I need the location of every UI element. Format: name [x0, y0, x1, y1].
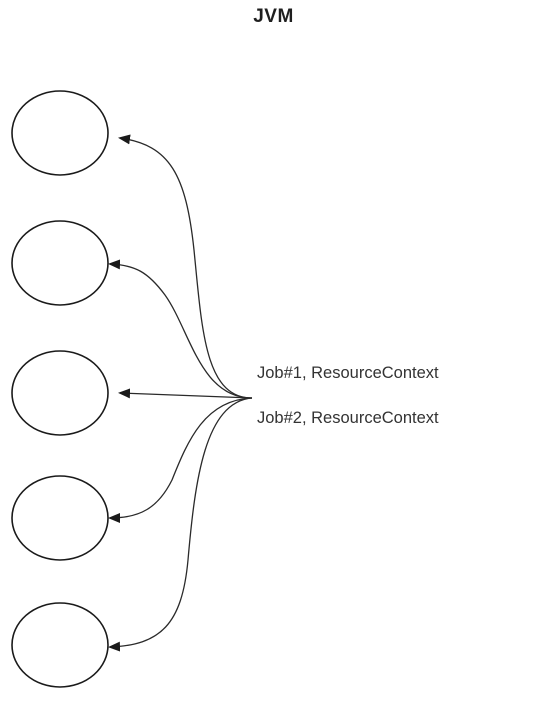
- edge-to-node-1: [118, 134, 253, 399]
- job-label-1: Job#1, ResourceContext: [257, 364, 439, 382]
- node-circle-3[interactable]: [11, 350, 109, 436]
- node-circle-5[interactable]: [11, 602, 109, 688]
- edge-to-node-5: [108, 397, 253, 652]
- diagram-title: JVM: [253, 6, 294, 27]
- node-circle-1[interactable]: [11, 90, 109, 176]
- edge-to-node-4: [108, 397, 253, 523]
- node-circle-2[interactable]: [11, 220, 109, 306]
- job-label-2: Job#2, ResourceContext: [257, 409, 439, 427]
- edge-to-node-2: [108, 259, 253, 399]
- node-circle-4[interactable]: [11, 475, 109, 561]
- edge-to-node-3: [118, 388, 253, 399]
